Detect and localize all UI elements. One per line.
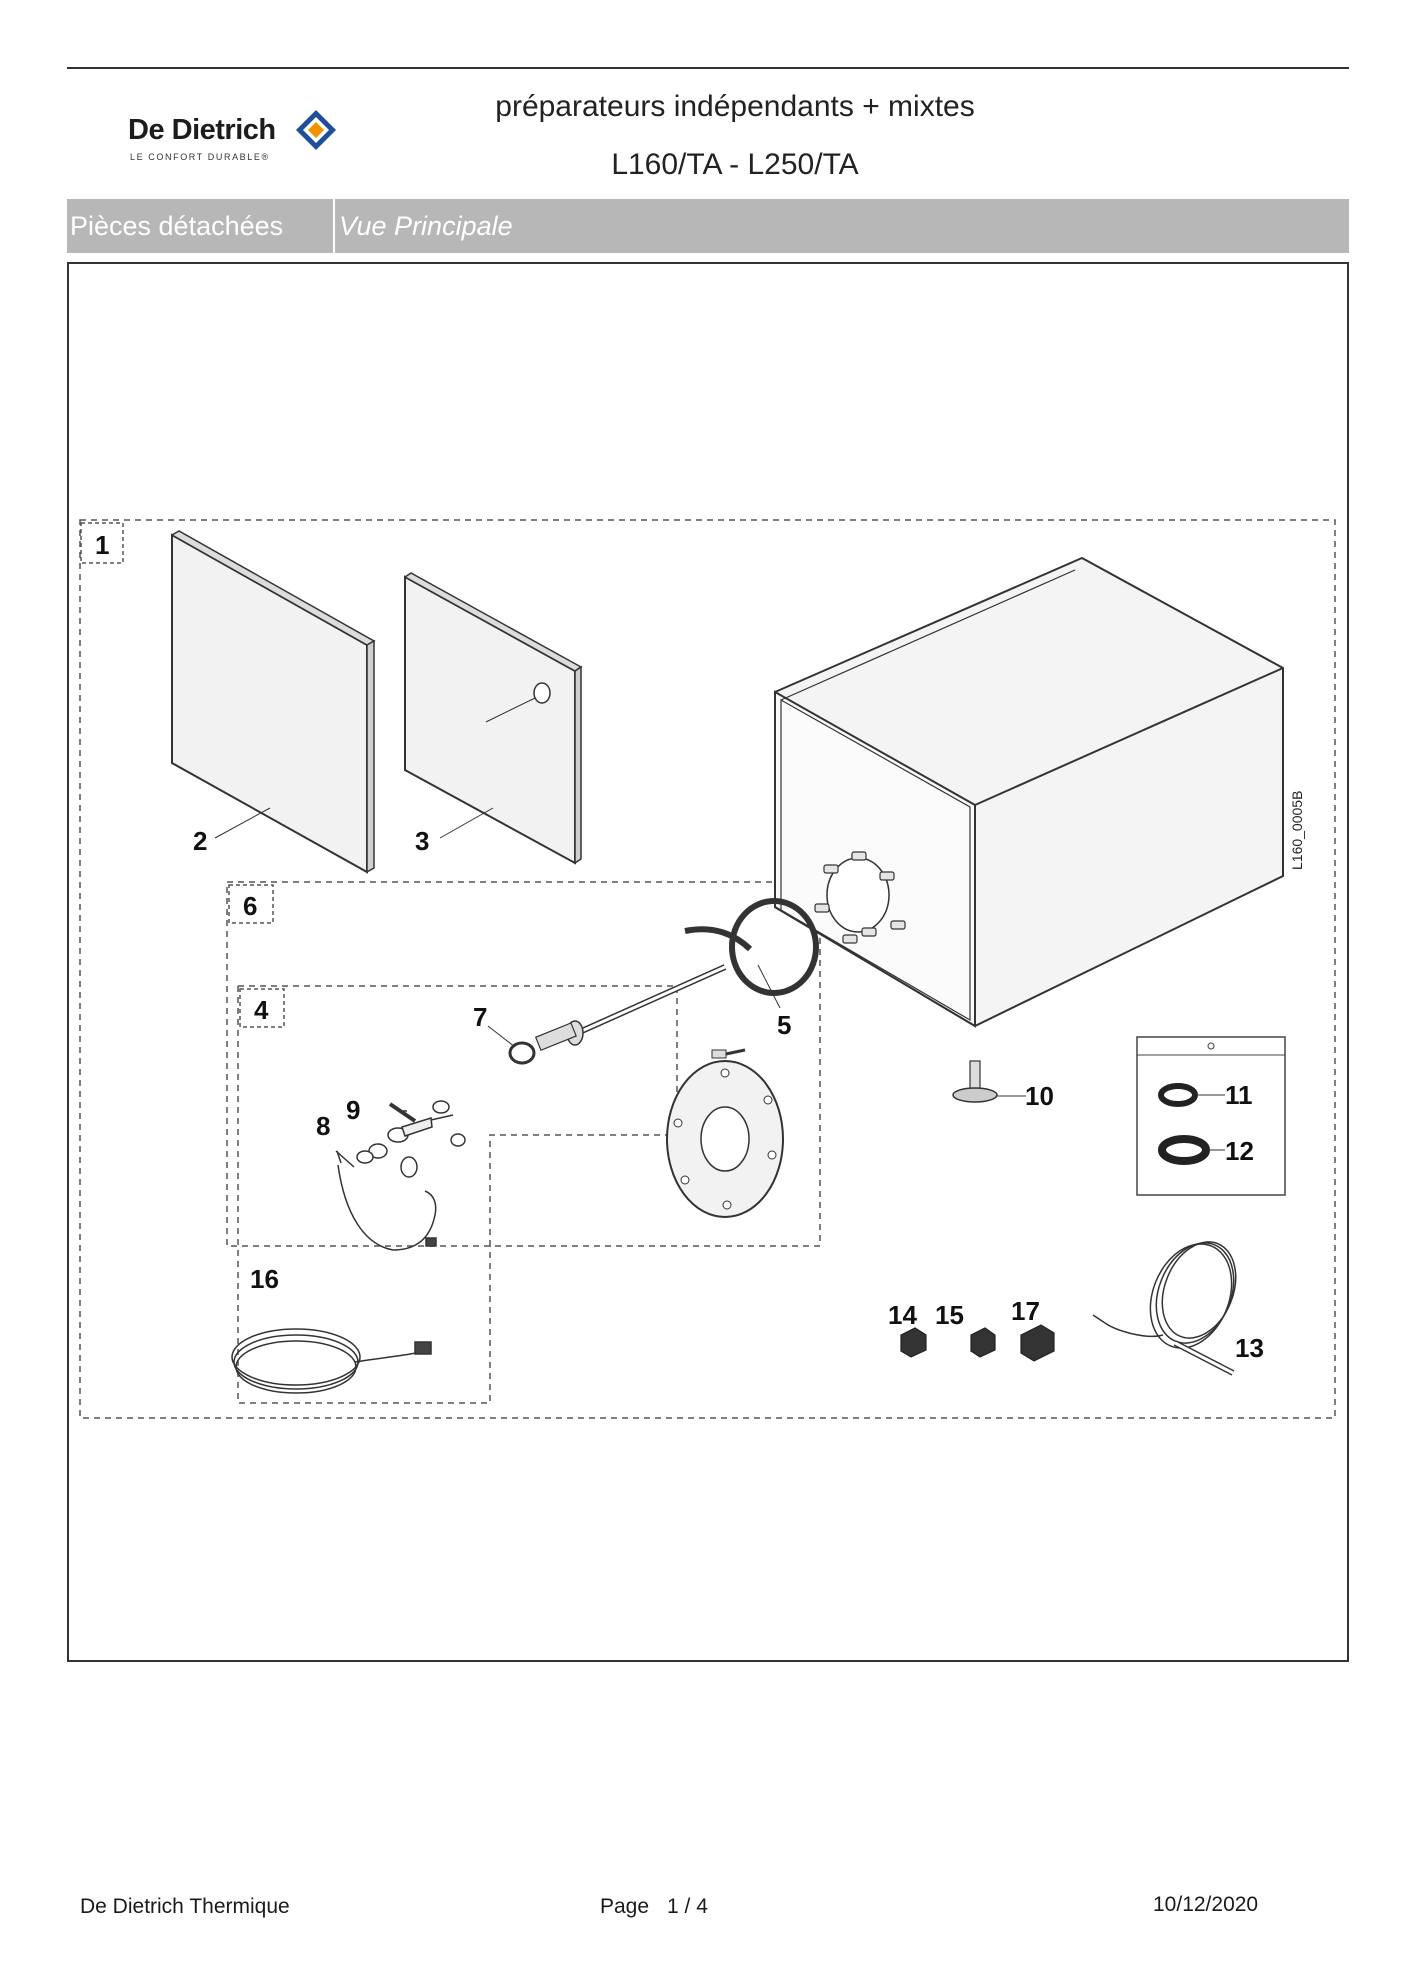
callout-11: 11 xyxy=(1225,1080,1253,1110)
brand-logo: De Dietrich LE CONFORT DURABLE® xyxy=(128,108,348,168)
document-title: préparateurs indépendants + mixtes xyxy=(495,90,975,123)
front-panel-part-3 xyxy=(403,572,583,865)
thermostat-hardware xyxy=(335,1100,466,1178)
brand-tagline: LE CONFORT DURABLE® xyxy=(130,152,270,162)
page-label: Page xyxy=(600,1895,650,1918)
callout-2: 2 xyxy=(193,826,207,856)
callout-10: 10 xyxy=(1025,1081,1054,1111)
adjustable-foot-part-10 xyxy=(952,1060,1026,1103)
callout-12: 12 xyxy=(1225,1136,1254,1166)
footer-date: 10/12/2020 xyxy=(1153,1893,1259,1916)
callout-6: 6 xyxy=(243,891,257,921)
callout-4: 4 xyxy=(254,995,269,1025)
callout-15: 15 xyxy=(935,1300,964,1330)
wiring-harness-part-16 xyxy=(231,1164,437,1394)
footer-page: Page 1 / 4 xyxy=(600,1895,708,1919)
callout-7: 7 xyxy=(473,1002,487,1032)
callout-1: 1 xyxy=(95,530,109,560)
terminal-connectors xyxy=(900,1324,1055,1362)
callout-17: 17 xyxy=(1011,1296,1040,1326)
brand-name: De Dietrich xyxy=(128,114,276,146)
flange-plate xyxy=(666,1048,784,1218)
page-number: 1 / 4 xyxy=(667,1895,708,1918)
water-heater-cabinet: L160_0005B xyxy=(774,556,1305,1028)
section-band: Pièces détachées Vue Principale xyxy=(67,199,1349,253)
callout-16: 16 xyxy=(250,1264,279,1294)
side-panel-part-2 xyxy=(170,530,376,874)
drawing-reference: L160_0005B xyxy=(1289,791,1305,870)
diagram-frame xyxy=(67,262,1349,1662)
callout-3: 3 xyxy=(415,826,429,856)
group-1-outline xyxy=(79,519,1336,1419)
exploded-parts-diagram: L160_0005B xyxy=(79,519,1336,1419)
group-4-outline xyxy=(238,985,678,1246)
callout-5: 5 xyxy=(777,1010,791,1040)
heating-element-assembly xyxy=(487,898,819,1065)
top-rule xyxy=(67,67,1349,69)
section-view: Vue Principale xyxy=(339,211,513,241)
brand-diamond-icon xyxy=(296,110,336,150)
callout-9: 9 xyxy=(346,1095,360,1125)
group-6-outline xyxy=(226,881,821,1247)
callout-14: 14 xyxy=(888,1300,917,1330)
callout-13: 13 xyxy=(1235,1333,1264,1363)
callout-8: 8 xyxy=(316,1111,330,1141)
temperature-sensor-part-13 xyxy=(1092,1241,1237,1376)
gasket-bag xyxy=(1136,1036,1286,1196)
section-category: Pièces détachées xyxy=(67,199,335,253)
footer-company: De Dietrich Thermique xyxy=(80,1895,290,1918)
model-title: L160/TA - L250/TA xyxy=(611,148,859,181)
